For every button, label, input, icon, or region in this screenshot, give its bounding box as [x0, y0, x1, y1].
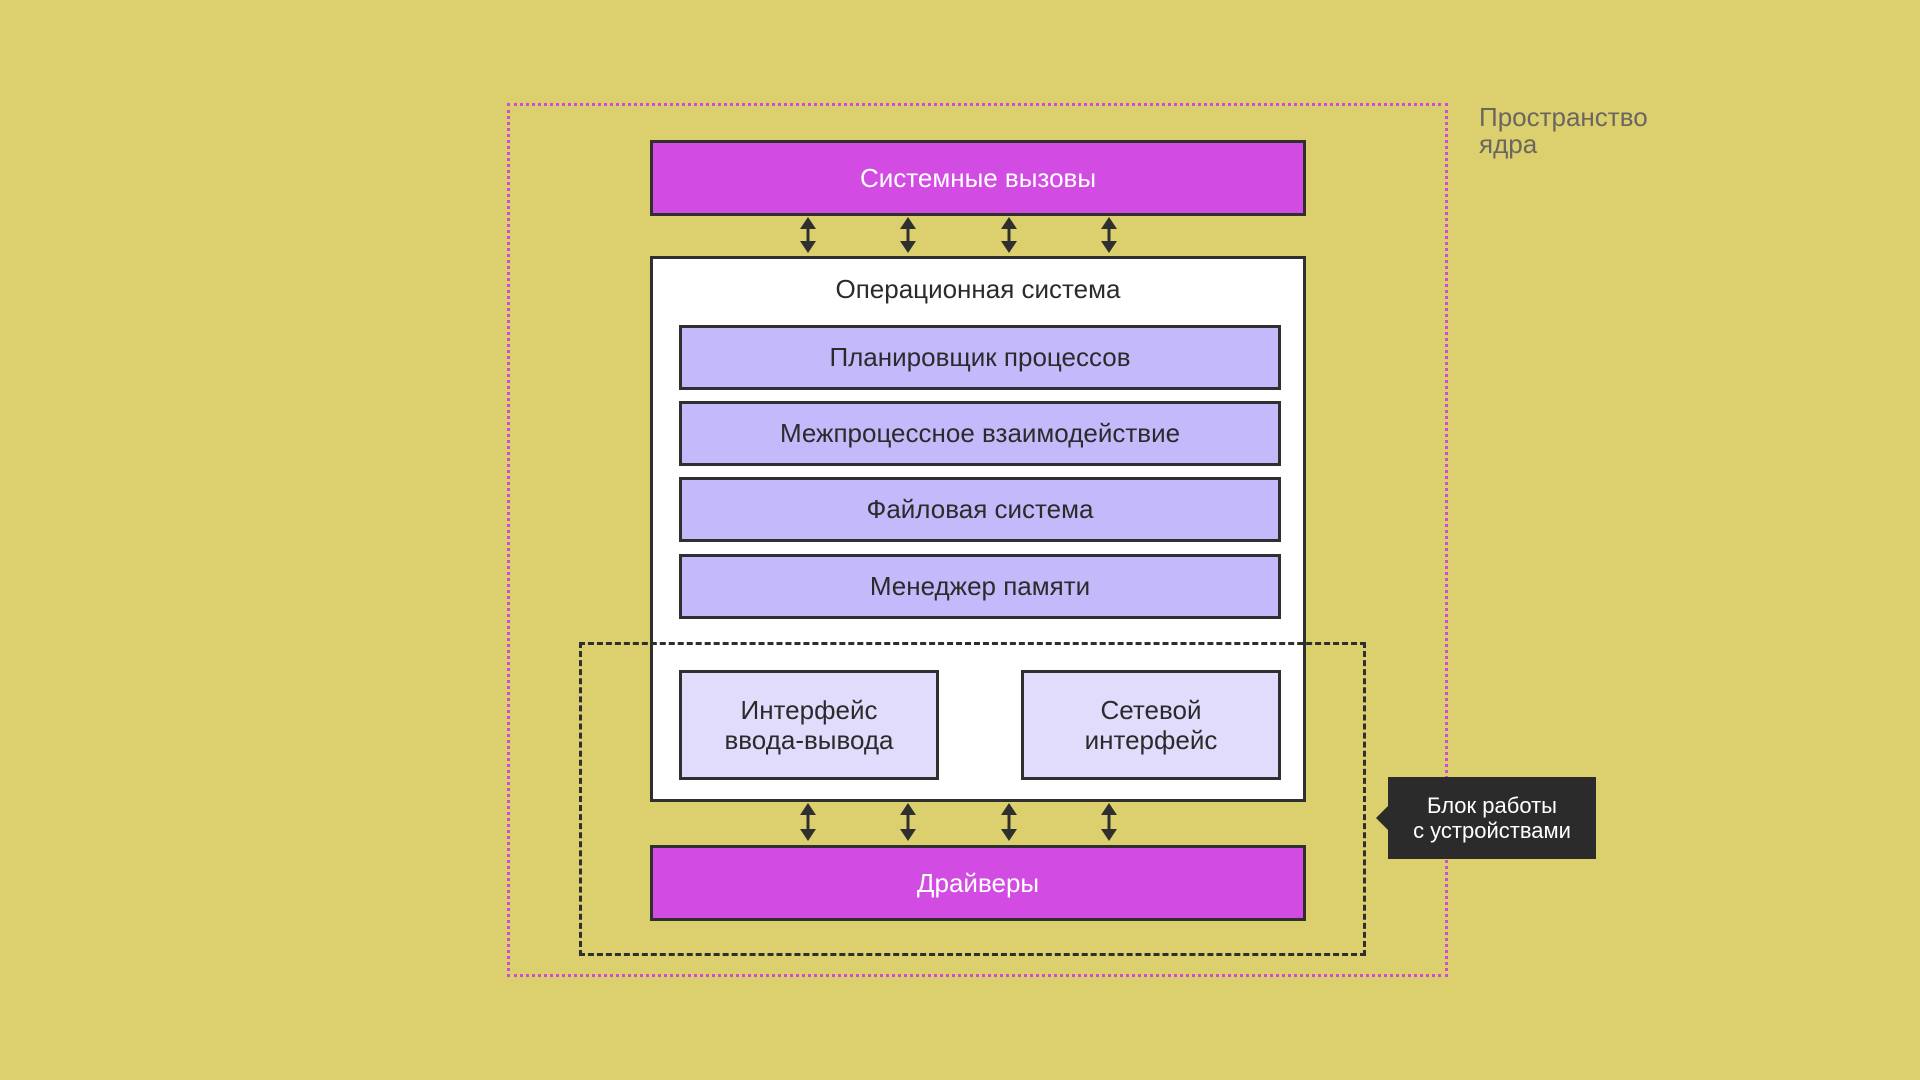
drivers-label: Драйверы [916, 867, 1040, 898]
network-interface-line2: интерфейс [1084, 725, 1218, 755]
driver-arrow-4 [1101, 803, 1117, 841]
io-interface-line1: Интерфейс [740, 695, 878, 725]
kernel-space-label: Пространство ядра [1479, 104, 1739, 158]
syscall-arrow-3 [1001, 217, 1017, 253]
module-label: Планировщик процессов [829, 342, 1131, 372]
driver-arrow-1 [800, 803, 816, 841]
tooltip-line2: с устройствами [1413, 818, 1571, 843]
syscall-arrow-1 [800, 217, 816, 253]
drivers-block: Драйверы [650, 845, 1306, 921]
ipc-module: Межпроцессное взаимодействие [679, 401, 1281, 466]
driver-arrow-3 [1001, 803, 1017, 841]
tooltip-line1: Блок работы [1427, 793, 1557, 818]
operating-system-title: Операционная система [835, 274, 1121, 304]
module-label: Менеджер памяти [869, 571, 1091, 601]
io-interface-block: Интерфейс ввода-вывода [679, 670, 939, 780]
device-block-tooltip-pointer [1376, 806, 1388, 830]
syscall-arrow-2 [900, 217, 916, 253]
device-block-tooltip: Блок работы с устройствами [1388, 777, 1596, 859]
memory-manager-module: Менеджер памяти [679, 554, 1281, 619]
system-calls-label: Системные вызовы [859, 162, 1097, 193]
device-block-boundary [579, 642, 1366, 956]
syscall-arrow-4 [1101, 217, 1117, 253]
module-label: Файловая система [866, 494, 1094, 524]
system-calls-block: Системные вызовы [650, 140, 1306, 216]
network-interface-block: Сетевой интерфейс [1021, 670, 1281, 780]
process-scheduler-module: Планировщик процессов [679, 325, 1281, 390]
kernel-space-boundary [507, 103, 1448, 977]
network-interface-line1: Сетевой [1100, 695, 1202, 725]
file-system-module: Файловая система [679, 477, 1281, 542]
io-interface-line2: ввода-вывода [724, 725, 894, 755]
kernel-space-label-line2: ядра [1479, 129, 1538, 159]
module-label: Межпроцессное взаимодействие [779, 418, 1181, 448]
kernel-space-label-line1: Пространство [1479, 102, 1648, 132]
driver-arrow-2 [900, 803, 916, 841]
